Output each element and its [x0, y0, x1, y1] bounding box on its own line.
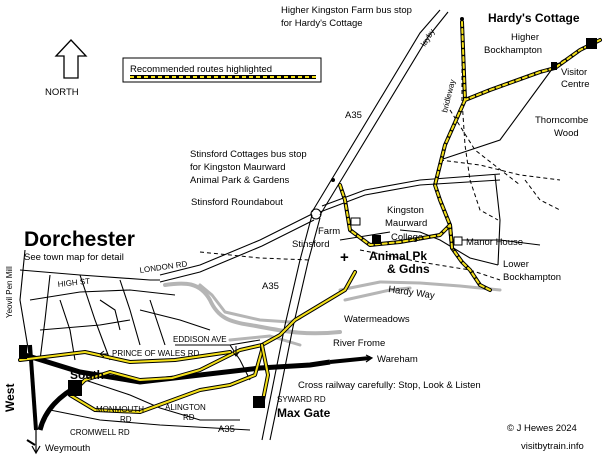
- max-gate-label: Max Gate: [277, 406, 331, 420]
- farm-label: Farm: [318, 226, 340, 237]
- animal-park-marker: [372, 235, 381, 244]
- monmouth-rd-line-1: MONMOUTH: [96, 405, 144, 414]
- thorncombe-wood-line-1: Thorncombe: [535, 115, 588, 126]
- north-label: NORTH: [45, 87, 79, 98]
- kingston-maurward-line-2: Maurward: [385, 218, 427, 229]
- visitor-centre-line-1: Visitor: [561, 67, 587, 78]
- alington-rd-line-2: RD: [183, 413, 195, 422]
- stinsford-cottages-line-2: for Kingston Maurward: [190, 162, 286, 173]
- higher-bockhampton-line-2: Bockhampton: [484, 45, 542, 56]
- south-station-label: South: [70, 368, 104, 382]
- weymouth-arrow-icon: [31, 430, 41, 455]
- higher-kingston-bus-line-1: Higher Kingston Farm bus stop: [281, 5, 412, 16]
- animal-park-line-1: Animal Pk: [369, 249, 427, 263]
- south-station-marker: [68, 380, 82, 396]
- stinsford-cottages-bus-stop: [331, 178, 335, 182]
- river-frome-label: River Frome: [333, 338, 385, 349]
- syward-rd-label: SYWARD RD: [277, 395, 326, 404]
- legend: Recommended routes highlighted: [122, 57, 322, 83]
- prince-of-wales-rd-label: PRINCE OF WALES RD: [112, 349, 199, 358]
- higher-bockhampton-line-1: Higher: [511, 32, 539, 43]
- animal-park-line-2: & Gdns: [387, 262, 430, 276]
- manor-house-label: Manor House: [466, 237, 523, 248]
- pow-rd-arrow-icon: [99, 350, 108, 358]
- north-arrow: NORTH: [45, 39, 88, 98]
- kingston-maurward-line-1: Kingston: [387, 205, 424, 216]
- west-station-label: West: [3, 384, 17, 412]
- kingston-maurward-line-3: College: [391, 232, 423, 243]
- higher-kingston-bus-line-2: for Hardy's Cottage: [281, 18, 363, 29]
- high-st-label: HIGH ST: [57, 277, 90, 289]
- alington-rd-line-1: ALINGTON: [165, 403, 206, 412]
- hardy-way-label: Hardy Way: [388, 284, 436, 301]
- stinsford-cottages-line-1: Stinsford Cottages bus stop: [190, 149, 307, 160]
- lower-bockhampton-line-2: Bockhampton: [503, 272, 561, 283]
- manor-house-marker: [453, 236, 463, 246]
- stinsford-label: Stinsford: [292, 239, 330, 250]
- stinsford-cottages-line-3: Animal Park & Gardens: [190, 175, 290, 186]
- west-station-marker: [19, 345, 27, 359]
- visitor-centre-marker: [551, 62, 557, 70]
- a35-label-south: A35: [218, 424, 235, 435]
- hardys-cottage-label: Hardy's Cottage: [488, 11, 580, 25]
- farm-building-icon: [350, 217, 361, 226]
- max-gate-marker: [253, 396, 265, 408]
- recommended-route: [18, 20, 602, 414]
- lower-bockhampton-line-1: Lower: [503, 259, 529, 270]
- legend-label: Recommended routes highlighted: [130, 64, 272, 75]
- eddison-arrow-icon: [232, 346, 240, 357]
- higher-kingston-bus-stop: [460, 17, 464, 21]
- wareham-arrow-icon: [329, 354, 374, 363]
- wareham-label: Wareham: [377, 354, 418, 365]
- eddison-ave-label: EDDISON AVE: [173, 335, 227, 344]
- a35-label-mid: A35: [262, 281, 279, 292]
- monmouth-rd-line-2: RD: [120, 415, 132, 424]
- weymouth-label: Weymouth: [45, 443, 90, 454]
- hardys-cottage-marker: [586, 38, 597, 49]
- copyright-label: © J Hewes 2024: [507, 423, 577, 434]
- visitor-centre-line-2: Centre: [561, 79, 590, 90]
- london-rd-label: LONDON RD: [139, 259, 188, 275]
- a35-label-north: A35: [345, 110, 362, 121]
- cromwell-rd-label: CROMWELL RD: [70, 428, 130, 437]
- map-title: Dorchester: [24, 228, 135, 251]
- yeovil-pen-mill-label: Yeovil Pen Mill: [5, 266, 14, 318]
- watermeadows-label: Watermeadows: [344, 314, 410, 325]
- thorncombe-wood-line-2: Wood: [554, 128, 579, 139]
- website-label: visitbytrain.info: [521, 441, 584, 452]
- church-icon: +: [340, 249, 349, 266]
- river-frome: [163, 280, 502, 347]
- stinsford-roundabout-label: Stinsford Roundabout: [191, 197, 283, 208]
- bridleway-label: bridleway: [440, 79, 457, 114]
- cross-railway-note: Cross railway carefully: Stop, Look & Li…: [298, 380, 481, 391]
- map-subtitle: See town map for detail: [24, 252, 124, 263]
